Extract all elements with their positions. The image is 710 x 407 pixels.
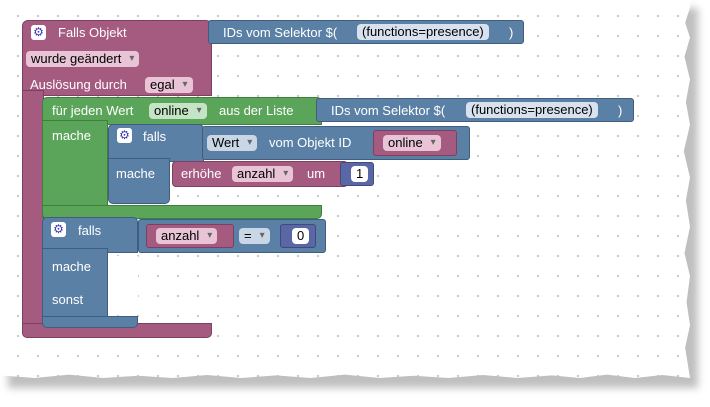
if-1-label: falls (143, 129, 167, 144)
if-block-1-spine (108, 158, 170, 204)
if-block-2-bottom (42, 316, 138, 328)
event-title: Falls Objekt (58, 25, 127, 40)
ausloesung-label: Auslösung durch (30, 77, 127, 92)
compare-operator-dropdown[interactable]: = (239, 228, 270, 244)
loop-prefix: für jeden Wert (52, 103, 134, 118)
increment-var-dropdown[interactable]: anzahl (232, 166, 294, 182)
loop-middle: aus der Liste (219, 103, 294, 118)
selector-1-suffix: ) (509, 25, 514, 40)
gear-icon[interactable]: ⚙ (117, 128, 132, 143)
if-block-2-spine (42, 248, 108, 324)
compare-value-input[interactable]: 0 (292, 228, 310, 244)
loop-block-spine (42, 120, 108, 218)
increment-prefix: erhöhe (181, 166, 222, 181)
if-1-do-label: mache (116, 166, 156, 181)
selector-1-prefix: IDs vom Selektor $( (223, 25, 338, 40)
get-value-label: vom Objekt ID (269, 135, 352, 150)
gear-icon[interactable]: ⚙ (51, 222, 66, 237)
trigger-dropdown[interactable]: wurde geändert (26, 51, 140, 67)
selector-2-suffix: ) (618, 103, 623, 118)
get-value-attr-dropdown[interactable]: Wert (207, 135, 258, 151)
compare-var-dropdown[interactable]: anzahl (156, 228, 218, 244)
selector-2-input[interactable]: (functions=presence) (466, 102, 598, 118)
if-2-else-label: sonst (52, 292, 84, 307)
if-2-else-slot[interactable] (108, 290, 138, 314)
increment-amount-input[interactable]: 1 (351, 166, 369, 182)
gear-icon[interactable]: ⚙ (31, 25, 46, 40)
selector-2-prefix: IDs vom Selektor $( (331, 103, 446, 118)
online-var-dropdown[interactable]: online (383, 135, 441, 151)
increment-middle: um (307, 166, 326, 181)
event-block-spine (22, 90, 44, 328)
if-2-do-slot[interactable] (108, 256, 138, 282)
selector-1-input[interactable]: (functions=presence) (357, 24, 489, 40)
if-2-label: falls (78, 223, 102, 238)
if-2-do-label: mache (52, 259, 92, 274)
loop-block-bottom (42, 205, 322, 219)
ausloesung-dropdown[interactable]: egal (145, 77, 193, 93)
loop-var-dropdown[interactable]: online (149, 103, 207, 119)
loop-do-label: mache (52, 128, 92, 143)
